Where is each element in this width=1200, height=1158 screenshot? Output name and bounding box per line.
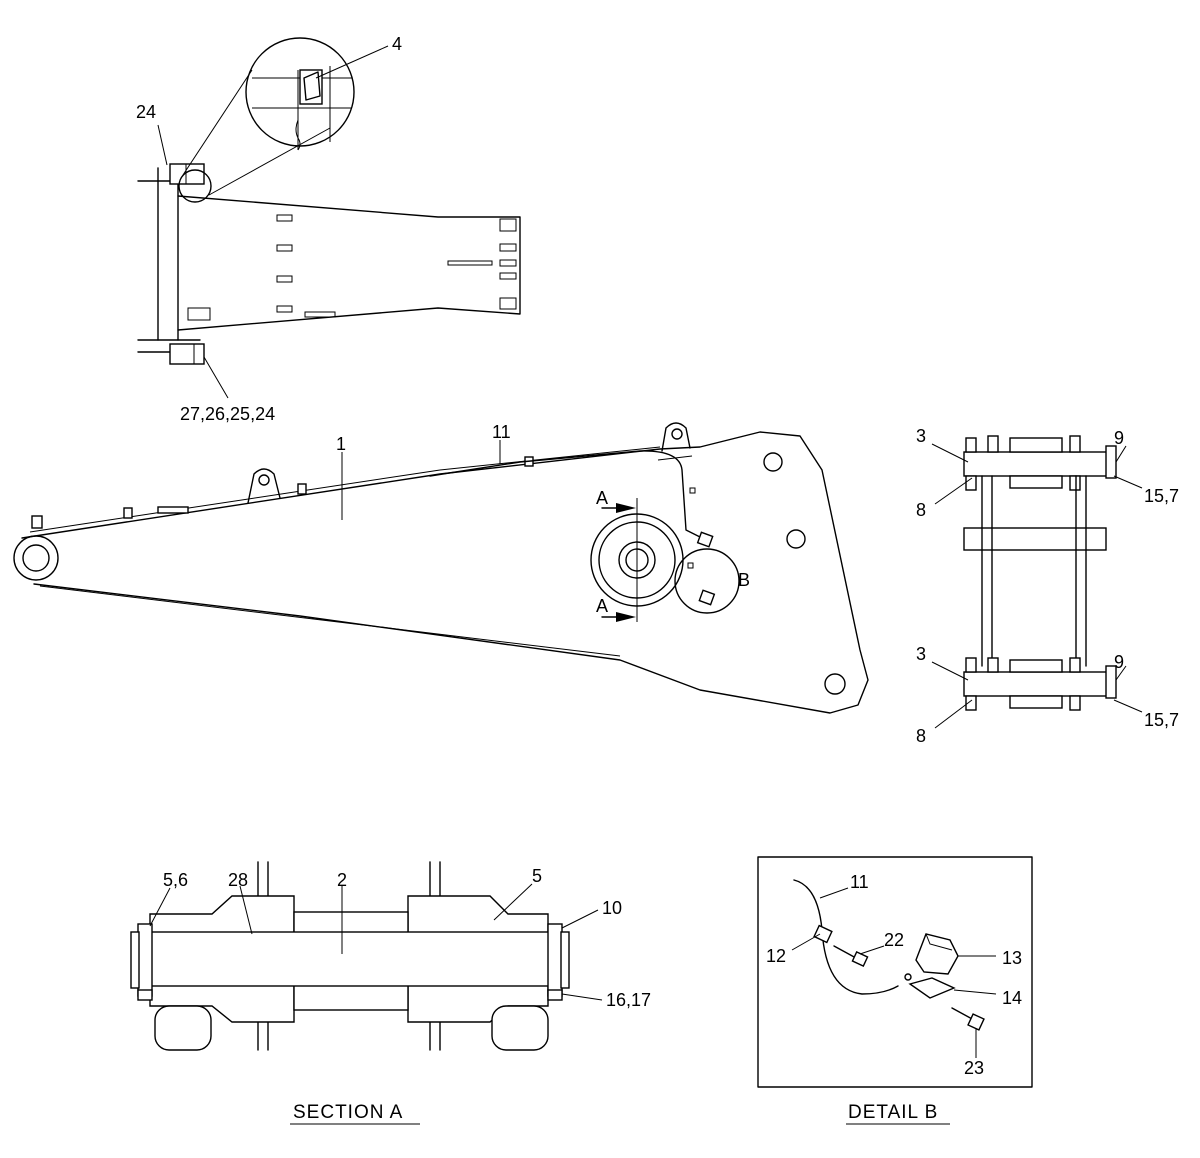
label-item-11-boom: 11 (492, 422, 511, 442)
label-item-11-detail: 11 (850, 872, 869, 892)
label-item-23: 23 (964, 1058, 984, 1078)
label-item-10: 10 (602, 898, 622, 918)
label-item-15-7-bottom: 15,7 (1144, 710, 1179, 730)
label-item-3-top: 3 (916, 426, 926, 446)
label-item-9-top: 9 (1114, 428, 1124, 448)
label-items-27-26-25-24: 27,26,25,24 (180, 404, 275, 424)
label-item-13: 13 (1002, 948, 1022, 968)
boom-side-view (13, 422, 869, 714)
label-item-24-top: 24 (136, 102, 156, 122)
label-item-15-7-top: 15,7 (1144, 486, 1179, 506)
label-detail-mark-b: B (738, 570, 750, 590)
top-view-boom-end (137, 37, 521, 399)
label-item-3-bottom: 3 (916, 644, 926, 664)
label-item-5: 5 (532, 866, 542, 886)
section-a-view (130, 861, 603, 1125)
label-section-mark-a-bottom: A (596, 596, 608, 616)
detail-b-view (757, 856, 1033, 1125)
label-section-mark-a-top: A (596, 488, 608, 508)
label-item-8-bottom: 8 (916, 726, 926, 746)
caption-section-a: SECTION A (293, 1102, 403, 1123)
label-item-1: 1 (336, 434, 346, 454)
label-item-9-bottom: 9 (1114, 652, 1124, 672)
label-item-2: 2 (337, 870, 347, 890)
label-item-28: 28 (228, 870, 248, 890)
label-item-4: 4 (392, 34, 402, 54)
label-item-14: 14 (1002, 988, 1022, 1008)
label-items-16-17: 16,17 (606, 990, 651, 1010)
front-view-pins (931, 435, 1143, 729)
label-item-22: 22 (884, 930, 904, 950)
label-items-5-6: 5,6 (163, 870, 188, 890)
label-item-12: 12 (766, 946, 786, 966)
label-item-8-top: 8 (916, 500, 926, 520)
caption-detail-b: DETAIL B (848, 1102, 938, 1123)
